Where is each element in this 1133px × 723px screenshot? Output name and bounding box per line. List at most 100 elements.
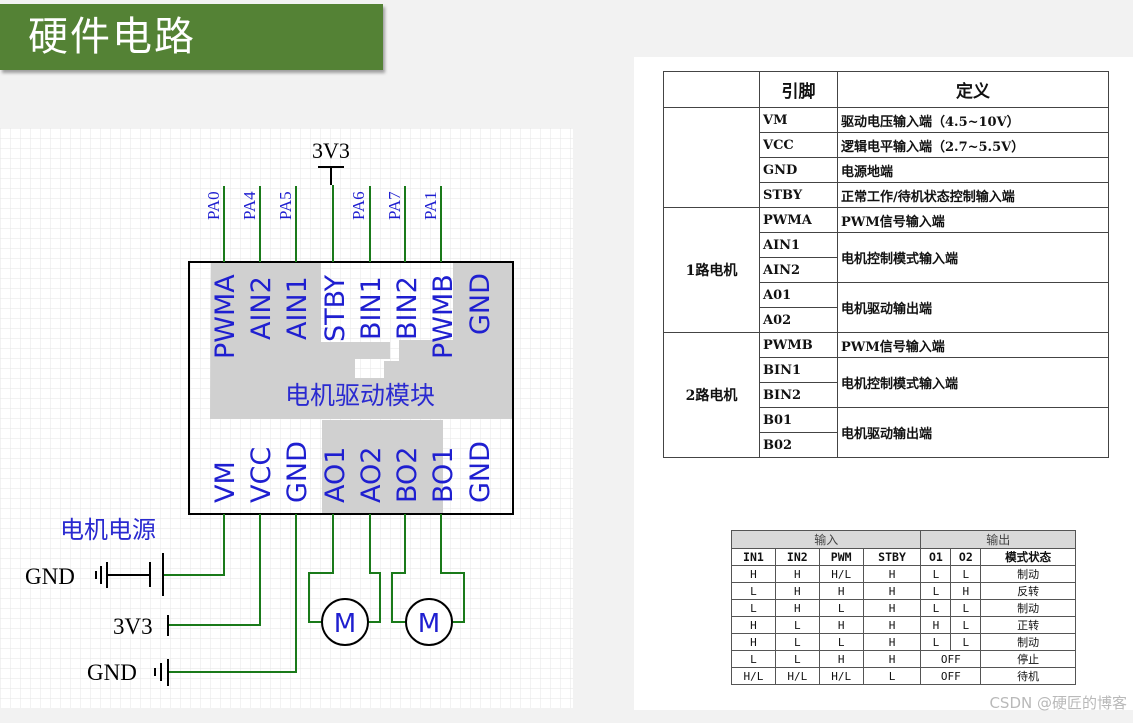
truth-cell: H bbox=[920, 616, 952, 634]
truth-cell: OFF bbox=[920, 650, 982, 668]
mcu-pin-label: PA7 bbox=[385, 191, 404, 220]
def-cell: 电机控制模式输入端 bbox=[837, 232, 1109, 283]
wire-bo2 bbox=[391, 514, 406, 623]
truth-cell: 制动 bbox=[980, 633, 1076, 651]
truth-header-cell: O2 bbox=[950, 548, 982, 566]
table-panel: 引脚 定义 VM 驱动电压输入端（4.5~10V） VCC 逻辑电平输入端（2.… bbox=[634, 57, 1133, 710]
motor-a: M bbox=[321, 598, 369, 646]
left-label: GND bbox=[87, 660, 137, 685]
pin-cell: PWMA bbox=[759, 207, 838, 233]
truth-cell: 待机 bbox=[980, 667, 1076, 685]
pin-cell: A02 bbox=[759, 307, 838, 333]
def-cell: PWM信号输入端 bbox=[837, 207, 1109, 233]
schematic-panel: 3V3 PA0 PA4 PA5 PA6 PA7 PA1 PWMA AIN2 AI… bbox=[0, 128, 573, 708]
schematic-diagram: 3V3 PA0 PA4 PA5 PA6 PA7 PA1 PWMA AIN2 AI… bbox=[0, 128, 573, 708]
table-row: BIN1 电机控制模式输入端 bbox=[664, 357, 1109, 408]
truth-cell: H bbox=[818, 616, 864, 634]
truth-header-cell: PWM bbox=[818, 548, 864, 566]
table-row: GND 电源地端 bbox=[664, 157, 1109, 183]
module-highlight bbox=[210, 262, 512, 419]
module-pin-bottom: VCC bbox=[246, 447, 277, 503]
watermark: CSDN @硬匠的博客 bbox=[989, 694, 1127, 712]
mcu-pin-label: PA4 bbox=[240, 191, 259, 220]
table-row: B01 电机驱动输出端 bbox=[664, 407, 1109, 458]
truth-table-group-header: 输入 输出 bbox=[730, 530, 1076, 549]
truth-cell: H bbox=[950, 582, 982, 600]
truth-cell: 停止 bbox=[980, 650, 1076, 668]
output-group-header: 输出 bbox=[920, 530, 1076, 549]
truth-row: H L L H L L 制动 bbox=[731, 633, 1076, 651]
module-pin-top: BIN1 bbox=[356, 276, 387, 340]
module-pin-bottom: AO2 bbox=[356, 447, 387, 503]
power-label: 电机电源 bbox=[60, 516, 156, 544]
motor-b-circle bbox=[405, 598, 453, 646]
motor-a-circle bbox=[321, 598, 369, 646]
wire-vcc bbox=[168, 514, 261, 626]
bottom-wires bbox=[164, 514, 465, 673]
truth-cell: H bbox=[774, 565, 820, 583]
motor-b-label: M bbox=[418, 609, 440, 639]
wire-ao1 bbox=[308, 514, 334, 623]
pin-cell: PWMB bbox=[759, 332, 838, 358]
input-group-header: 输入 bbox=[730, 530, 922, 549]
truth-cell: L bbox=[731, 582, 776, 600]
module-bottom-pins: VM VCC GND AO1 AO2 BO2 BO1 GND bbox=[210, 441, 496, 503]
table-row: AIN1 电机控制模式输入端 bbox=[664, 232, 1109, 283]
def-cell: 逻辑电平输入端（2.7~5.5V） bbox=[837, 132, 1109, 158]
mcu-pin-label: PA0 bbox=[204, 191, 223, 220]
table-row: 2路电机 PWMB PWM信号输入端 bbox=[663, 332, 1109, 458]
pin-cell: AIN1 bbox=[759, 232, 838, 258]
truth-cell: 正转 bbox=[980, 616, 1076, 634]
truth-cell: H bbox=[774, 582, 820, 600]
truth-cell: H bbox=[818, 582, 864, 600]
truth-cell: H/L bbox=[818, 667, 864, 685]
truth-table: 输入 输出 IN1 IN2 PWM STBY O1 O2 模式状态 H H H/… bbox=[730, 530, 1076, 685]
pin-cell: AIN2 bbox=[759, 257, 838, 283]
truth-header-cell: STBY bbox=[862, 548, 922, 566]
mcu-pin-label: PA5 bbox=[276, 191, 295, 220]
wire-ao2 bbox=[369, 514, 381, 623]
truth-cell: H bbox=[862, 582, 922, 600]
module-pin-top: AIN1 bbox=[282, 276, 313, 340]
motor-b: M bbox=[405, 598, 453, 646]
truth-row: L L H H OFF 停止 bbox=[731, 650, 1076, 668]
truth-cell: L bbox=[920, 599, 952, 617]
module-pin-bottom: GND bbox=[282, 441, 313, 503]
table-row: 1路电机 PWMA PWM信号输入端 bbox=[663, 207, 1109, 333]
module-pin-bottom: VM bbox=[210, 461, 241, 503]
pin-definition-table: 引脚 定义 VM 驱动电压输入端（4.5~10V） VCC 逻辑电平输入端（2.… bbox=[663, 71, 1109, 458]
module-pin-top: BIN2 bbox=[392, 276, 423, 340]
truth-cell: L bbox=[818, 633, 864, 651]
pin-table-header-cell bbox=[663, 71, 760, 108]
module-pin-top: GND bbox=[465, 273, 496, 335]
pin-cell: B02 bbox=[759, 432, 838, 458]
output-highlight bbox=[322, 420, 443, 514]
supply-label-top: 3V3 bbox=[312, 138, 350, 163]
truth-cell: L bbox=[774, 633, 820, 651]
truth-header-cell: O1 bbox=[920, 548, 952, 566]
ground-symbol-1 bbox=[95, 562, 108, 588]
left-label: GND bbox=[25, 564, 75, 589]
page-title: 硬件电路 bbox=[28, 14, 196, 60]
module-pin-bottom: GND bbox=[465, 441, 496, 503]
module-pin-bottom: BO1 bbox=[428, 447, 459, 503]
def-cell: 电机驱动输出端 bbox=[837, 282, 1109, 333]
truth-cell: L bbox=[731, 599, 776, 617]
pin-cell: BIN2 bbox=[759, 382, 838, 408]
truth-cell: 反转 bbox=[980, 582, 1076, 600]
truth-header-cell: 模式状态 bbox=[980, 548, 1076, 566]
truth-cell: H/L bbox=[731, 667, 776, 685]
truth-cell: L bbox=[920, 582, 952, 600]
motor-a-label: M bbox=[334, 609, 356, 639]
driver-module-box bbox=[188, 261, 514, 515]
truth-row: H L H H H L 正转 bbox=[731, 616, 1076, 634]
truth-cell: L bbox=[950, 599, 982, 617]
wire-gnd bbox=[168, 514, 297, 673]
module-pin-top: PWMA bbox=[210, 274, 241, 359]
pin-table-header: 引脚 定义 bbox=[663, 71, 1109, 108]
truth-cell: L bbox=[818, 599, 864, 617]
pin-cell: VM bbox=[759, 107, 838, 133]
truth-cell: H/L bbox=[818, 565, 864, 583]
truth-cell: L bbox=[862, 667, 922, 685]
left-labels: GND 3V3 GND bbox=[25, 564, 153, 685]
